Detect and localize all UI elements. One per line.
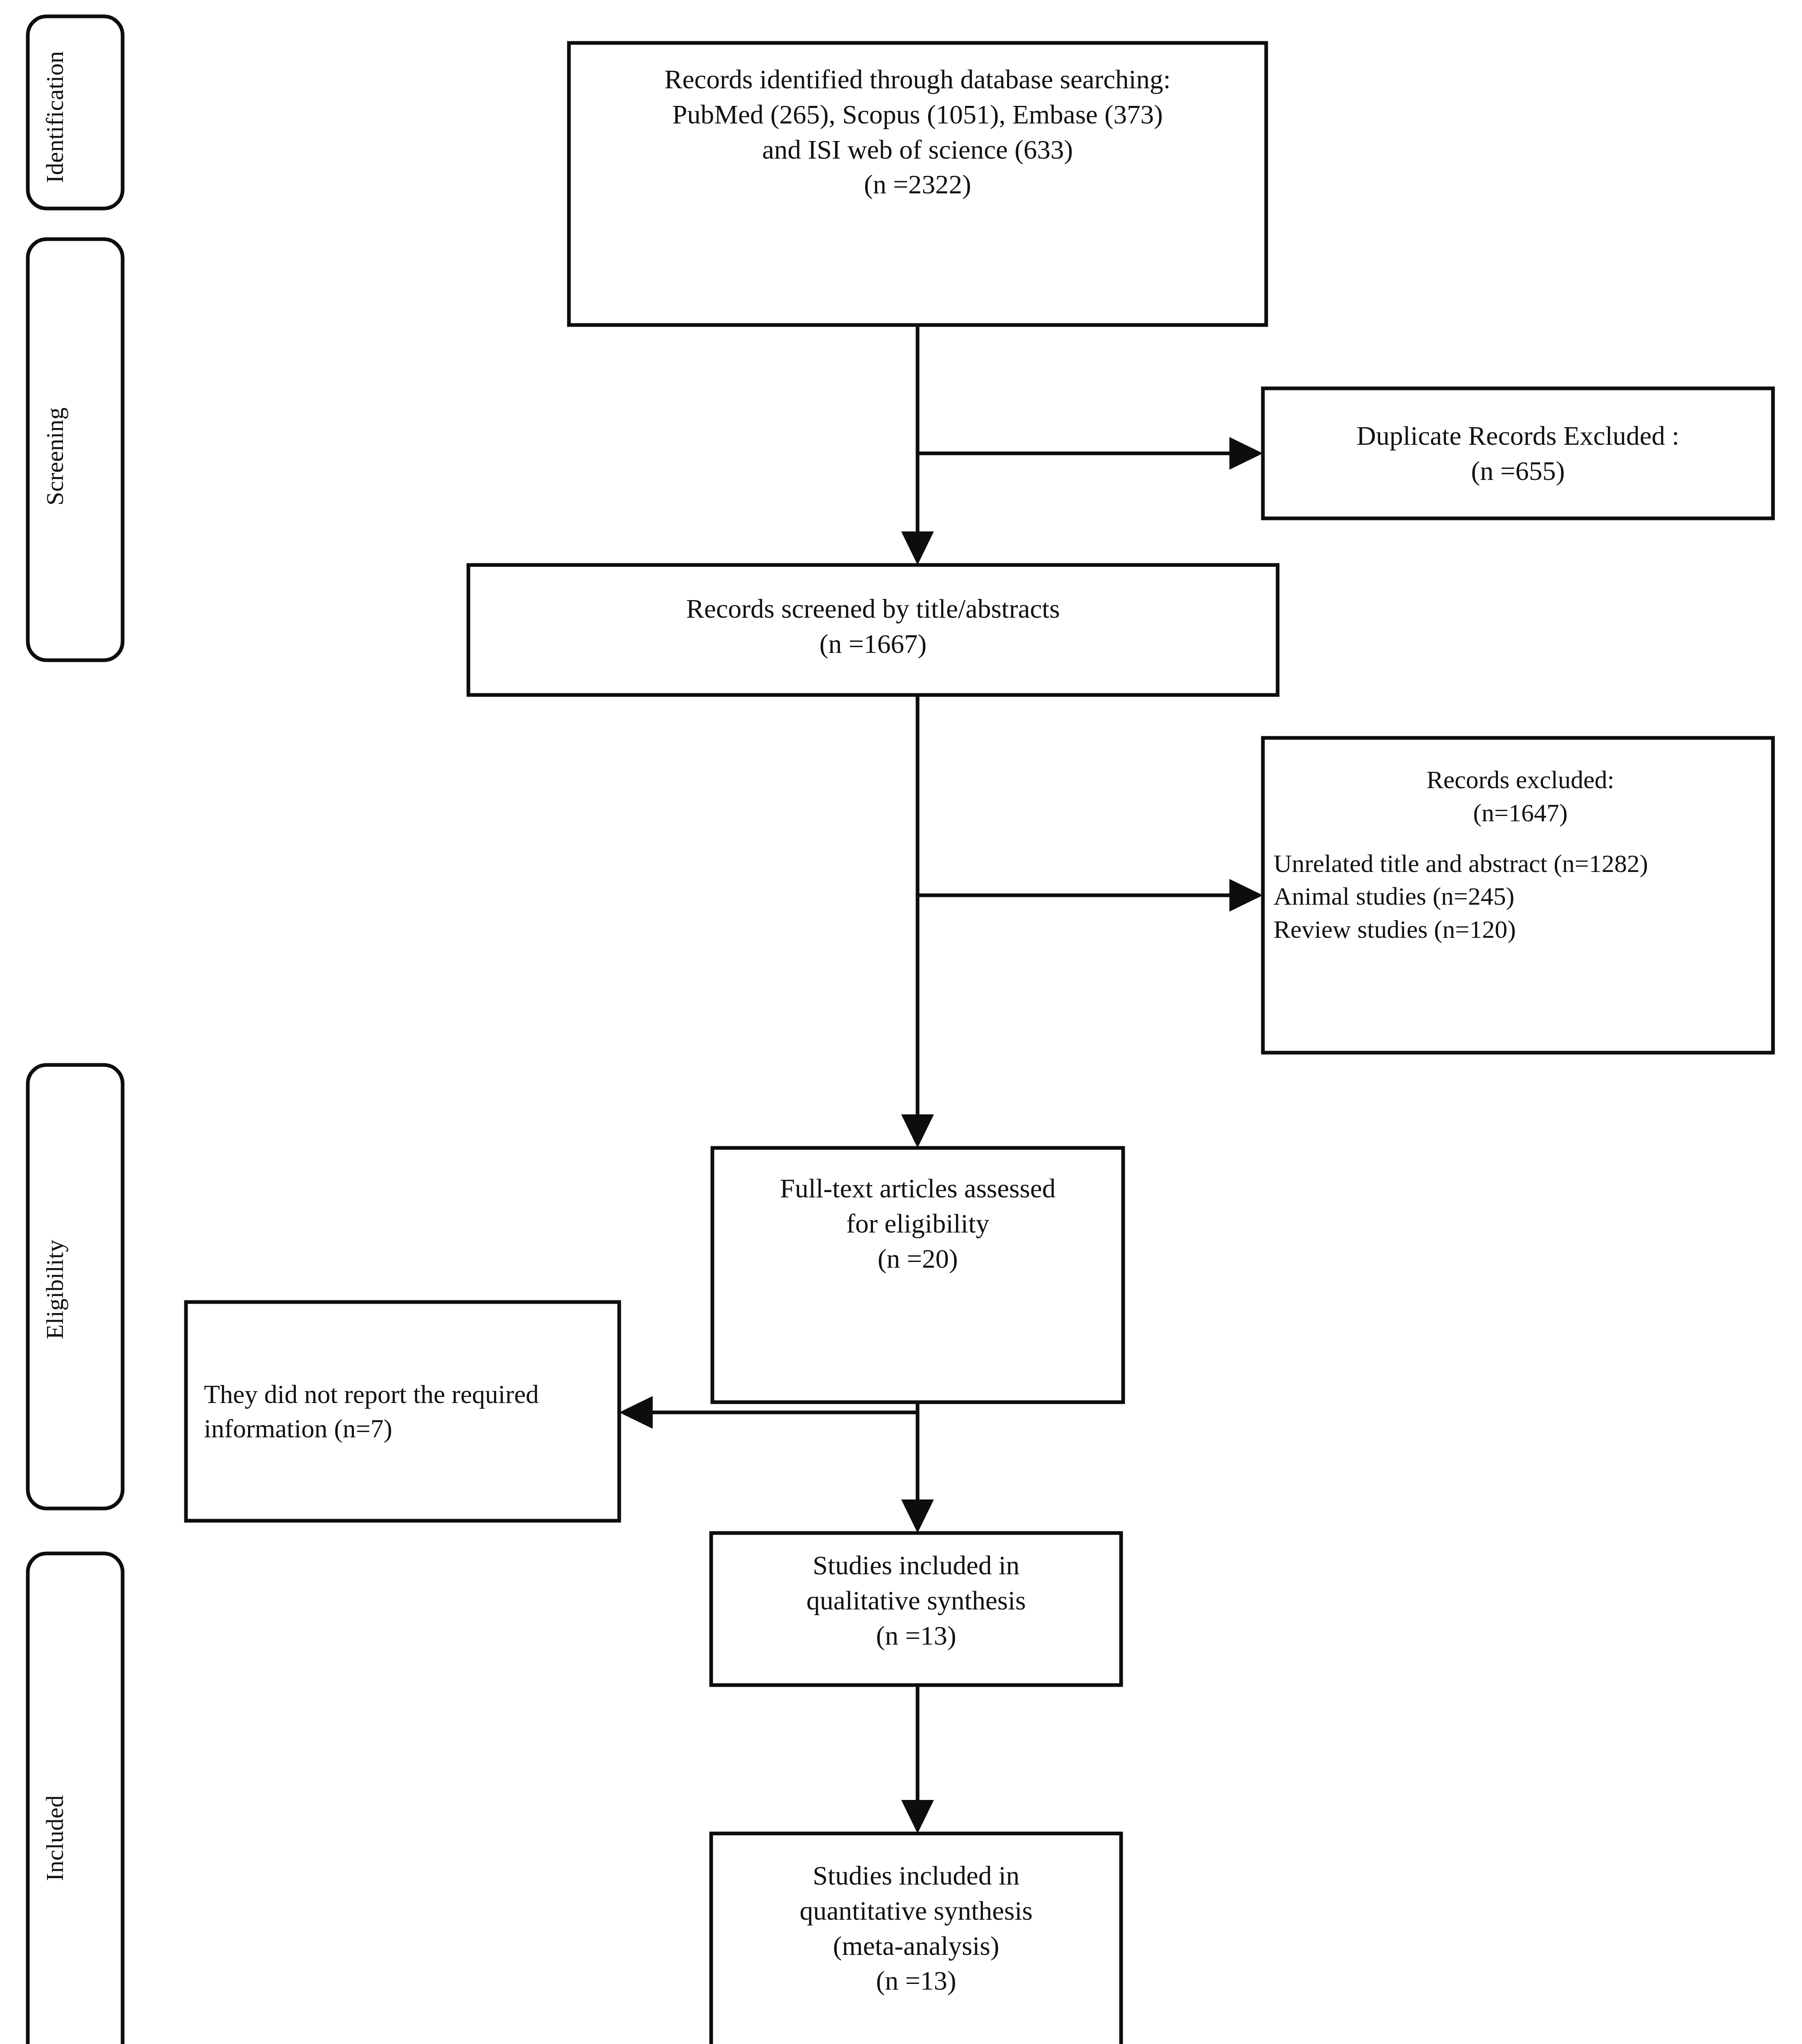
stage-label-included-text: Included — [41, 1795, 68, 1881]
box-quantitative-synthesis — [711, 1833, 1121, 2044]
box-duplicate-records-excluded — [1263, 388, 1773, 518]
stage-label-screening: Screening — [41, 354, 69, 559]
stage-label-eligibility-text: Eligibility — [41, 1240, 68, 1339]
arrowhead-identified-to-duplicates — [1229, 437, 1263, 470]
box-not-reported — [186, 1302, 619, 1521]
stage-label-screening-text: Screening — [41, 408, 68, 506]
box-fulltext-assessed — [712, 1148, 1123, 1402]
box-records-excluded — [1263, 738, 1773, 1053]
arrowhead-qualitative-to-quantitative — [901, 1800, 934, 1833]
stage-label-eligibility: Eligibility — [41, 1188, 69, 1392]
box-qualitative-synthesis — [711, 1533, 1121, 1685]
box-records-identified — [569, 43, 1266, 325]
arrowhead-identified-to-screened — [901, 531, 934, 565]
stage-label-identification: Identification — [41, 15, 69, 220]
arrowhead-screened-to-records-excluded — [1229, 879, 1263, 912]
arrowhead-fulltext-to-not-reported — [619, 1396, 653, 1429]
stage-label-included: Included — [41, 1736, 69, 1941]
stage-label-identification-text: Identification — [41, 51, 68, 183]
arrowhead-fulltext-to-qualitative — [901, 1499, 934, 1533]
arrowhead-screened-to-fulltext — [901, 1114, 934, 1148]
box-records-screened — [468, 565, 1278, 695]
